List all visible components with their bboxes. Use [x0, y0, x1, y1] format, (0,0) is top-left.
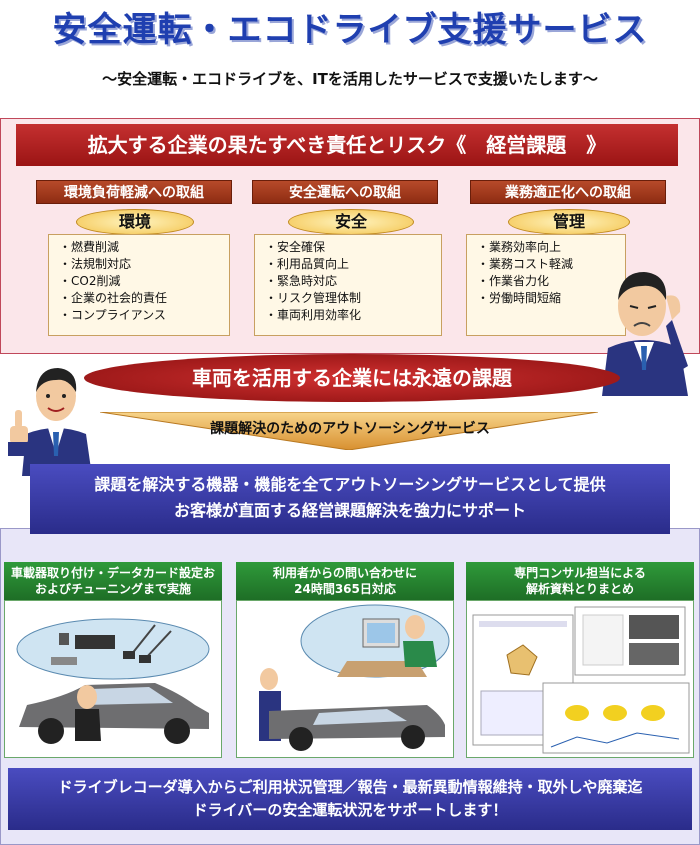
solution-line-2: お客様が直面する経営課題解決を強力にサポート [173, 501, 526, 520]
outsourcing-label: 課題解決のためのアウトソーシングサービス [210, 421, 490, 437]
panel-illustration [236, 600, 454, 758]
list-item: ・CO2削減 [59, 274, 121, 288]
down-arrow-icon [100, 412, 598, 450]
panel-head-line-2: 24時間365日対応 [294, 582, 396, 596]
footer-banner: ドライブレコーダ導入からご利用状況管理／報告・最新異動情報維持・取外しや廃棄迄 … [8, 768, 692, 830]
category-list: ・安全確保 ・利用品質向上 ・緊急時対応 ・リスク管理体制 ・車両利用効率化 [254, 234, 442, 336]
category-management: 業務適正化への取組 [470, 180, 666, 204]
panel-head: 車載器取り付け・データカード設定お およびチューニングまで実施 [4, 562, 222, 600]
list-item: ・安全確保 [265, 240, 326, 254]
list-item: ・コンプライアンス [59, 308, 166, 322]
category-environment: 環境負荷軽減への取組 [36, 180, 232, 204]
risk-banner: 拡大する企業の果たすべき責任とリスク《 経営課題 》 [16, 124, 678, 166]
panel-head-line-1: 車載器取り付け・データカード設定お [10, 566, 215, 580]
thumbs-up-businessman-illustration [8, 368, 92, 476]
list-item: ・業務効率向上 [477, 240, 562, 254]
list-item: ・法規制対応 [59, 257, 132, 271]
call-center-illustration [259, 604, 450, 751]
panel-head: 利用者からの問い合わせに 24時間365日対応 [236, 562, 454, 600]
list-item: ・リスク管理体制 [265, 291, 362, 305]
list-item: ・労働時間短縮 [477, 291, 562, 305]
footer-line-2: ドライバーの安全運転状況をサポートします！ [192, 801, 508, 819]
category-safety: 安全運転への取組 [252, 180, 438, 204]
solution-banner-overlay: 課題を解決する機器・機能を全てアウトソーシングサービスとして提供 お客様が直面す… [30, 464, 670, 534]
category-head: 業務適正化への取組 [470, 180, 666, 204]
list-item: ・作業省力化 [477, 274, 550, 288]
panel-head-line-2: およびチューニングまで実施 [34, 582, 191, 596]
service-panel-support: 利用者からの問い合わせに 24時間365日対応 [236, 562, 454, 758]
service-panel-consulting: 専門コンサル担当による 解析資料とりまとめ [466, 562, 694, 758]
panel-head-line-1: 専門コンサル担当による [514, 566, 646, 580]
panel-head-line-1: 利用者からの問い合わせに [272, 566, 417, 580]
list-item: ・燃費削減 [59, 240, 120, 254]
category-tag: 環境 [76, 209, 194, 235]
footer-line-1: ドライブレコーダ導入からご利用状況管理／報告・最新異動情報維持・取外しや廃棄迄 [57, 778, 643, 796]
list-item: ・車両利用効率化 [265, 308, 362, 322]
solution-line-1: 課題を解決する機器・機能を全てアウトソーシングサービスとして提供 [94, 475, 606, 494]
car-installation-illustration [16, 618, 210, 744]
category-tag: 安全 [288, 209, 414, 235]
category-list: ・燃費削減 ・法規制対応 ・CO2削減 ・企業の社会的責任 ・コンプライアンス [48, 234, 230, 336]
report-documents-illustration [472, 606, 690, 754]
category-head: 環境負荷軽減への取組 [36, 180, 232, 204]
list-item: ・業務コスト軽減 [477, 257, 574, 271]
list-item: ・緊急時対応 [265, 274, 338, 288]
list-item: ・利用品質向上 [265, 257, 350, 271]
category-list: ・業務効率向上 ・業務コスト軽減 ・作業省力化 ・労働時間短縮 [466, 234, 626, 336]
category-tag: 管理 [508, 209, 630, 235]
panel-head-line-2: 解析資料とりまとめ [525, 582, 634, 596]
panel-illustration [466, 600, 694, 758]
service-panel-installation: 車載器取り付け・データカード設定お およびチューニングまで実施 [4, 562, 222, 758]
category-head: 安全運転への取組 [252, 180, 438, 204]
list-item: ・企業の社会的責任 [59, 291, 168, 305]
eternal-issue-banner: 車両を活用する企業には永遠の課題 [84, 354, 620, 402]
page-title: 安全運転・エコドライブ支援サービス [52, 10, 648, 50]
page-subtitle: ～安全運転・エコドライブを、ITを活用したサービスで支援いたします～ [102, 70, 598, 88]
panel-illustration [4, 600, 222, 758]
worried-businessman-illustration [602, 272, 688, 396]
panel-head: 専門コンサル担当による 解析資料とりまとめ [466, 562, 694, 600]
